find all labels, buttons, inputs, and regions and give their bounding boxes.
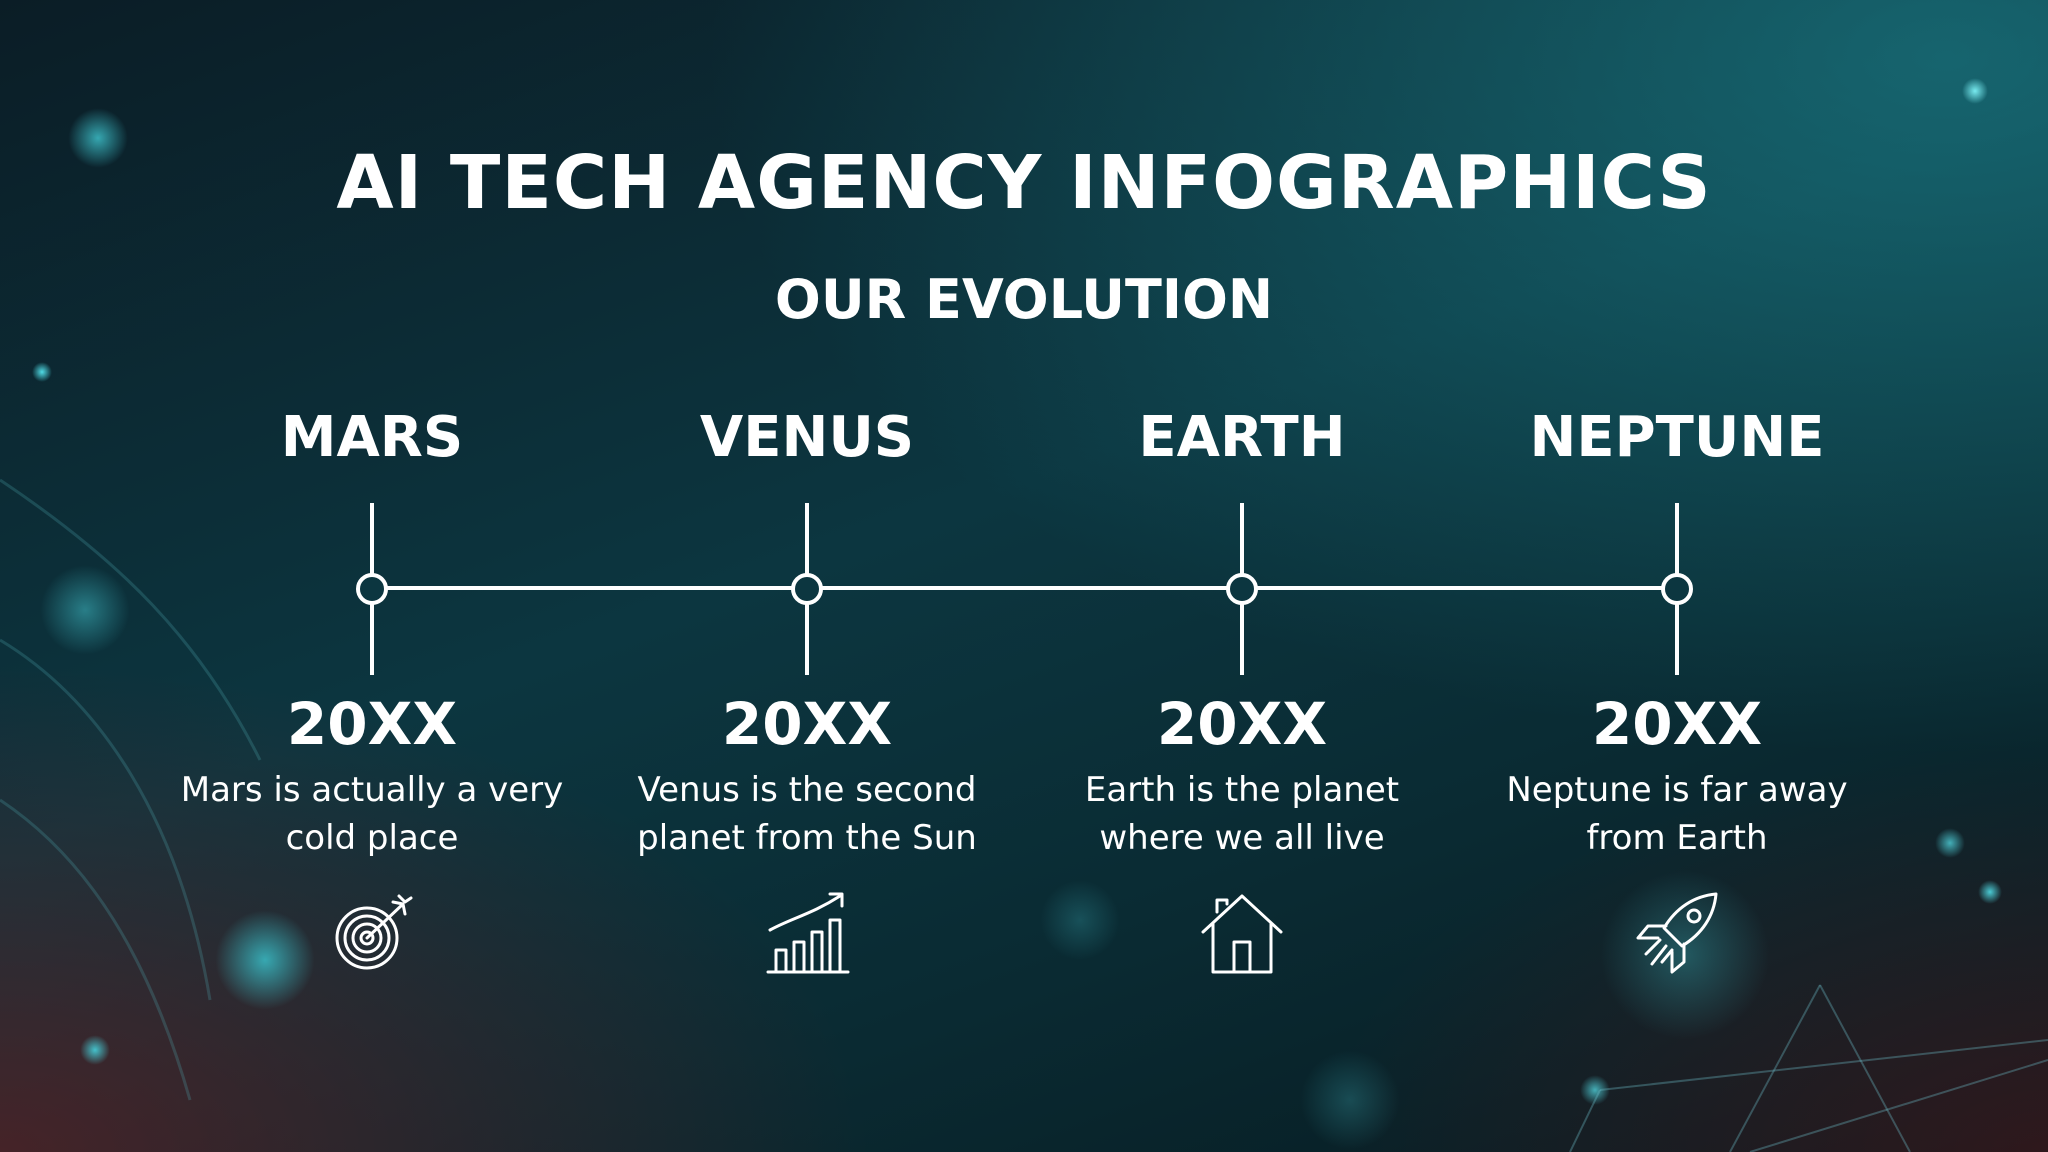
description-line: from Earth [1586, 818, 1768, 858]
milestone-node [356, 573, 388, 605]
milestone-year: 20XX [286, 690, 458, 758]
description-line: Venus is the second [637, 770, 977, 810]
rocket-icon [1632, 888, 1722, 978]
milestone-node [791, 573, 823, 605]
milestone-description: Venus is the second planet from the Sun [597, 766, 1017, 862]
house-icon [1197, 888, 1287, 978]
page-subtitle: OUR EVOLUTION [774, 268, 1274, 331]
description-line: cold place [285, 818, 459, 858]
description-line: Earth is the planet [1084, 770, 1400, 810]
milestone-year: 20XX [721, 690, 893, 758]
growth-chart-icon [762, 888, 852, 978]
milestone-node [1226, 573, 1258, 605]
timeline-item-earth: EARTH 20XX Earth is the planet where we … [1032, 0, 1452, 1152]
milestone-node [1661, 573, 1693, 605]
description-line: Neptune is far away [1506, 770, 1848, 810]
milestone-description: Earth is the planet where we all live [1032, 766, 1452, 862]
timeline-line [372, 586, 1676, 590]
description-line: Mars is actually a very [180, 770, 564, 810]
milestone-title: NEPTUNE [1529, 405, 1825, 470]
milestone-title: MARS [280, 405, 464, 470]
milestone-description: Neptune is far away from Earth [1467, 766, 1887, 862]
milestone-title: EARTH [1138, 405, 1346, 470]
milestone-description: Mars is actually a very cold place [162, 766, 582, 862]
target-icon [327, 888, 417, 978]
milestone-year: 20XX [1156, 690, 1328, 758]
description-line: where we all live [1099, 818, 1385, 858]
timeline-item-mars: MARS 20XX Mars is actually a very cold p… [162, 0, 582, 1152]
timeline-item-venus: VENUS 20XX Venus is the second planet fr… [597, 0, 1017, 1152]
milestone-title: VENUS [699, 405, 915, 470]
timeline-item-neptune: NEPTUNE 20XX Neptune is far away from Ea… [1467, 0, 1887, 1152]
milestone-year: 20XX [1591, 690, 1763, 758]
description-line: planet from the Sun [637, 818, 977, 858]
page-title: AI TECH AGENCY INFOGRAPHICS [336, 140, 1712, 226]
